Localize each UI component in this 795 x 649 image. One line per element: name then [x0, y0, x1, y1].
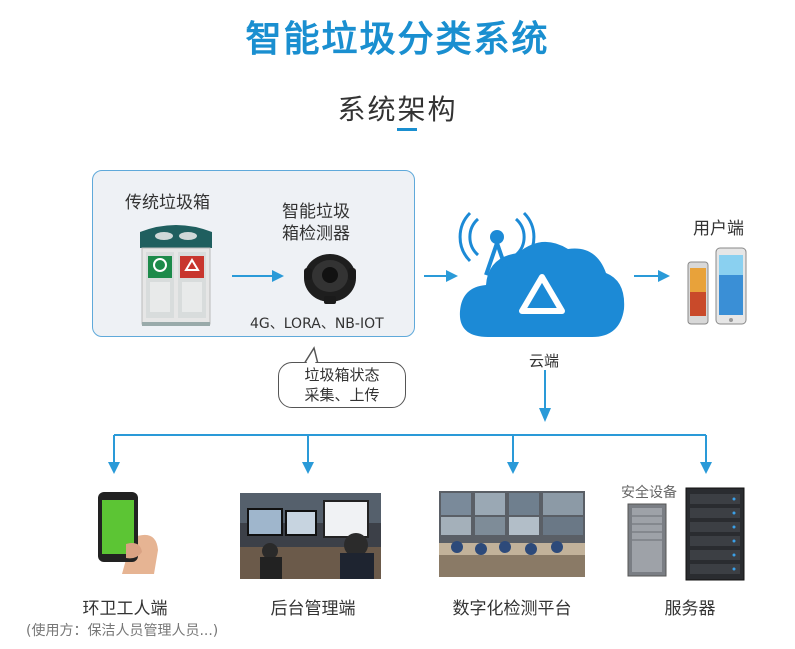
status-bubble: 垃圾箱状态 采集、上传: [278, 362, 406, 408]
section-subtitle: 系统架构: [337, 93, 458, 126]
detector-device-icon: [304, 254, 356, 304]
page-title: 智能垃圾分类系统: [245, 19, 550, 60]
worker-phone-icon: [98, 492, 158, 574]
backend-office-photo: [240, 493, 381, 579]
smartphone-icon: [687, 247, 747, 325]
sanitation-worker-label: 环卫工人端: [82, 599, 168, 619]
arrow-right-icon: [634, 270, 670, 282]
subtitle-underline: [397, 128, 417, 131]
monitoring-center-photo: [439, 491, 585, 577]
sanitation-worker-note: (使用方：保洁人员管理人员...): [26, 623, 219, 639]
arrow-right-icon: [232, 270, 284, 282]
detector-label-line2: 箱检测器: [282, 224, 350, 244]
bubble-line1: 垃圾箱状态: [304, 366, 380, 384]
server-rack-icon: [627, 487, 745, 581]
traditional-bin-label: 传统垃圾箱: [125, 193, 210, 213]
security-device-label: 安全设备: [621, 485, 677, 501]
bubble-pointer-cover: [305, 352, 316, 366]
digital-platform-label: 数字化检测平台: [452, 599, 572, 619]
arrow-right-icon: [424, 270, 458, 282]
backend-label: 后台管理端: [270, 599, 356, 619]
cloud-label: 云端: [529, 352, 560, 370]
protocols-label: 4G、LORA、NB-IOT: [250, 316, 384, 332]
cloud-icon: [458, 211, 625, 337]
bubble-line2: 采集、上传: [304, 386, 380, 404]
server-label: 服务器: [664, 599, 716, 619]
trash-bin-icon: [140, 225, 212, 326]
arrow-down-icon: [539, 370, 551, 422]
detector-label-line1: 智能垃圾: [282, 202, 350, 222]
user-end-label: 用户端: [693, 219, 744, 239]
distribution-connector: [108, 434, 712, 474]
